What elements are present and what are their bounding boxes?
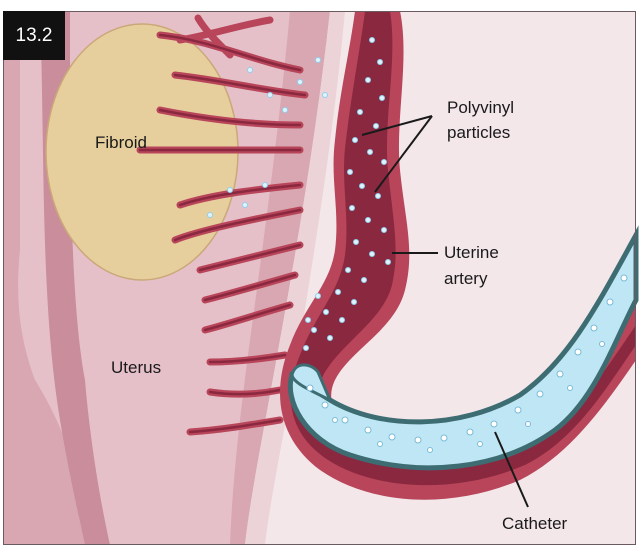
label-uterine-line1: Uterine [444,241,499,265]
label-polyvinyl-line1: Polyvinyl [447,96,514,120]
label-catheter: Catheter [502,512,567,536]
label-uterine-line2: artery [444,267,487,291]
label-fibroid: Fibroid [95,131,147,155]
label-uterus: Uterus [111,356,161,380]
figure-number-badge: 13.2 [3,11,65,60]
label-polyvinyl-line2: particles [447,121,510,145]
